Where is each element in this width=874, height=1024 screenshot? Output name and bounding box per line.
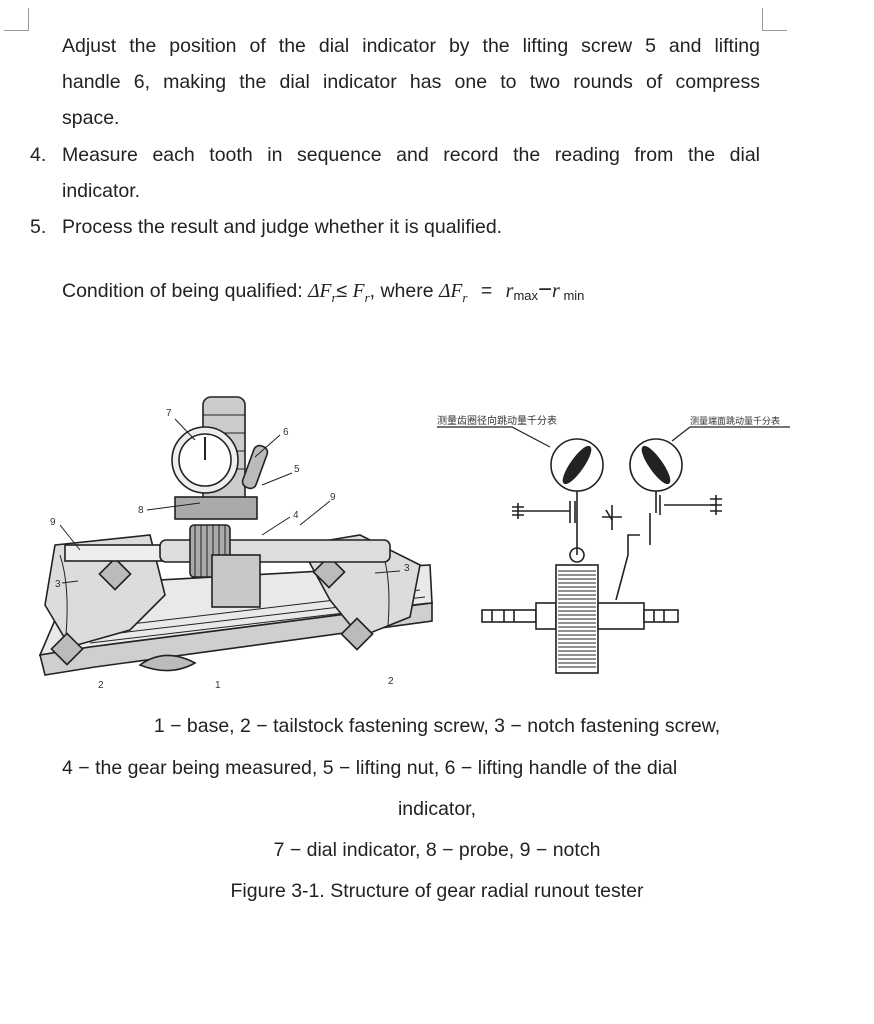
fr-symbol: F	[352, 281, 365, 302]
step-4-line: indicator.	[62, 180, 141, 202]
part-label: 8	[138, 505, 144, 516]
face-dial-indicator	[602, 426, 790, 601]
leader-lines	[59, 418, 401, 584]
step-5-number: 5.	[30, 216, 47, 238]
step-3-text: Adjust the position of the dial indicato…	[62, 28, 760, 136]
r-symbol: r	[505, 280, 514, 302]
gear-runout-tester-figure: 7 6 5 9 4 8 9 3 3 2 1 2 测量齿圈径向跳动量千分表 测量端…	[38, 396, 790, 691]
step-4-line: Measure each tooth in sequence and recor…	[62, 144, 760, 166]
part-label: 1	[215, 680, 221, 691]
delta-fr-symbol: ΔF	[308, 281, 332, 302]
max-subscript: max	[513, 288, 539, 303]
sub-r: r	[462, 289, 468, 305]
caption-line: indicator,	[397, 798, 477, 820]
part-label: 2	[388, 676, 394, 687]
tester-base-drawing	[38, 534, 433, 676]
part-label: 6	[283, 427, 289, 438]
sub-r: r	[364, 289, 370, 305]
part-label: 9	[50, 517, 56, 528]
step-5-line: Process the result and judge whether it …	[62, 216, 503, 238]
part-label: 5	[294, 464, 300, 475]
part-label: 9	[330, 492, 336, 503]
spindle-and-gear	[64, 524, 391, 608]
step-3-line: Adjust the position of the dial indicato…	[62, 35, 760, 57]
part-label: 4	[293, 510, 299, 521]
minus-symbol: −	[538, 276, 553, 303]
dial-indicator-column	[171, 396, 269, 520]
radial-indicator-label: 测量齿圈径向跳动量千分表	[437, 414, 557, 427]
delta-fr-symbol: ΔF	[439, 281, 463, 302]
face-indicator-label: 测量端面跳动量千分表	[690, 415, 780, 426]
where-text: , where	[369, 280, 439, 302]
equals-symbol: =	[480, 280, 493, 302]
sub-r: r	[331, 289, 337, 305]
step-4-number: 4.	[30, 144, 47, 166]
step-3-line: handle 6, making the dial indicator has …	[62, 71, 760, 93]
diamond-screws	[50, 555, 374, 672]
step-4-text: Measure each tooth in sequence and recor…	[62, 137, 760, 209]
caption-line: 4 − the gear being measured, 5 − lifting…	[62, 757, 678, 779]
crop-mark-left	[4, 8, 29, 31]
part-label: 2	[98, 680, 104, 691]
step-5-text: Process the result and judge whether it …	[62, 209, 760, 245]
gear-and-mandrel	[481, 564, 679, 674]
qualification-condition: Condition of being qualified: ΔFr≤ Fr, w…	[62, 272, 584, 316]
crop-mark-right	[762, 8, 787, 31]
condition-prefix: Condition of being qualified:	[62, 280, 309, 302]
part-label: 7	[166, 408, 172, 419]
min-subscript: min	[559, 288, 585, 303]
radial-dial-indicator	[437, 426, 604, 563]
caption-line: 7 − dial indicator, 8 − probe, 9 − notch	[273, 839, 601, 861]
leq-symbol: ≤	[336, 280, 353, 302]
figure-title: Figure 3-1. Structure of gear radial run…	[230, 880, 644, 902]
step-3-line: space.	[62, 107, 120, 129]
caption-line: 1 − base, 2 − tailstock fastening screw,…	[153, 715, 721, 737]
r-symbol: r	[552, 280, 560, 302]
indicator-stands	[512, 495, 722, 523]
part-label: 3	[55, 579, 61, 590]
part-label: 3	[404, 563, 410, 574]
